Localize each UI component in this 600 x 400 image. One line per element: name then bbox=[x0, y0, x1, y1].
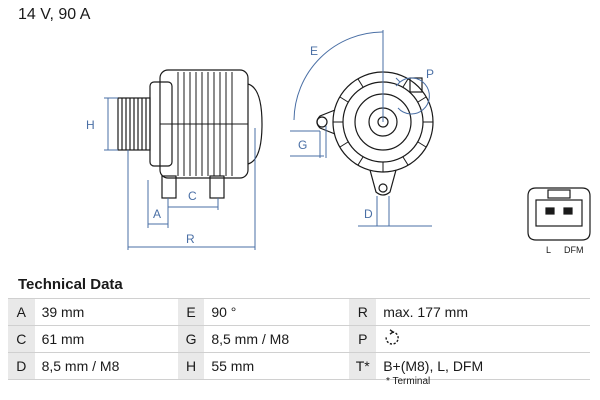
spec-value: 61 mm bbox=[34, 325, 178, 353]
footnote: * Terminal bbox=[386, 376, 431, 387]
table-row: C 61 mm G 8,5 mm / M8 P bbox=[8, 325, 590, 353]
spec-value: 90 ° bbox=[204, 298, 350, 326]
connector-plug bbox=[527, 187, 591, 241]
dim-label-p: P bbox=[426, 67, 434, 81]
connector-pin-l: L bbox=[546, 245, 551, 255]
table-row: A 39 mm E 90 ° R max. 177 mm bbox=[8, 298, 590, 326]
spec-value: 8,5 mm / M8 bbox=[204, 325, 350, 353]
dim-label-d: D bbox=[364, 207, 373, 221]
side-view-dimensions bbox=[104, 97, 256, 250]
product-title: 14 V, 90 A bbox=[18, 6, 91, 23]
spec-value: B+(M8), L, DFM bbox=[376, 352, 590, 380]
table-row: D 8,5 mm / M8 H 55 mm T* B+(M8), L, DFM bbox=[8, 352, 590, 380]
dim-label-e: E bbox=[310, 44, 318, 58]
spec-value-rotation bbox=[376, 325, 590, 353]
spec-key: E bbox=[177, 298, 205, 326]
spec-table: A 39 mm E 90 ° R max. 177 mm C 61 mm G 8… bbox=[8, 298, 590, 380]
connector-pin-dfm: DFM bbox=[564, 245, 584, 255]
dim-label-g: G bbox=[298, 138, 307, 152]
spec-value: 8,5 mm / M8 bbox=[34, 352, 178, 380]
spec-value: max. 177 mm bbox=[376, 298, 590, 326]
alternator-side-view bbox=[117, 69, 263, 199]
dim-label-a: A bbox=[153, 207, 161, 221]
spec-value: 55 mm bbox=[204, 352, 350, 380]
spec-value: 39 mm bbox=[34, 298, 178, 326]
dim-label-c: C bbox=[188, 189, 197, 203]
clockwise-rotation-icon bbox=[383, 328, 401, 350]
spec-key: H bbox=[177, 352, 205, 380]
spec-key: R bbox=[349, 298, 377, 326]
spec-key: A bbox=[8, 298, 35, 326]
dim-label-r: R bbox=[186, 232, 195, 246]
spec-key: P bbox=[349, 325, 377, 353]
dim-label-h: H bbox=[86, 118, 95, 132]
spec-key: G bbox=[177, 325, 205, 353]
rear-view-dimensions bbox=[290, 30, 432, 227]
section-title: Technical Data bbox=[18, 276, 123, 293]
spec-key: T* bbox=[349, 352, 377, 380]
technical-drawing: H A C R E P G D bbox=[86, 30, 591, 255]
spec-key: C bbox=[8, 325, 35, 353]
alternator-rear-view bbox=[316, 71, 434, 196]
spec-key: D bbox=[8, 352, 35, 380]
